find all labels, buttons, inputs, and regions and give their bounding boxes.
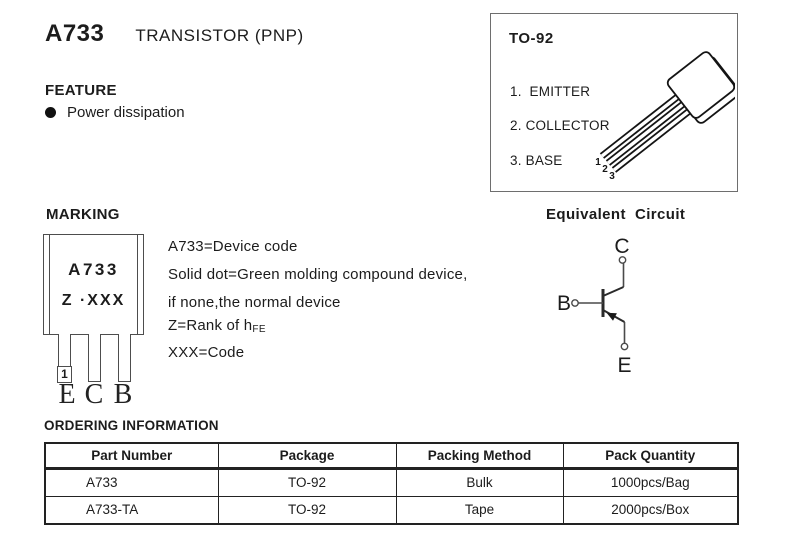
- package-name: TO-92: [509, 30, 554, 47]
- table-row: A733-TA TO-92 Tape 2000pcs/Box: [44, 495, 739, 525]
- cell-part-number: A733: [44, 467, 219, 497]
- col-pack-quantity: Pack Quantity: [562, 442, 739, 470]
- base-label: B: [557, 292, 571, 315]
- cell-pack-quantity: 1000pcs/Bag: [562, 467, 739, 497]
- page-title: A733 TRANSISTOR (PNP): [45, 20, 304, 48]
- feature-heading: FEATURE: [45, 82, 117, 99]
- marking-rank-code: Z ·XXX: [61, 292, 126, 309]
- cell-part-number: A733-TA: [44, 495, 219, 525]
- ordering-heading: ORDERING INFORMATION: [44, 418, 219, 433]
- to92-package-drawing: 1 2 3: [595, 51, 735, 182]
- emitter-arrow-icon: [606, 312, 617, 321]
- package-body-front: [666, 51, 735, 119]
- bullet-icon: [45, 107, 56, 118]
- package-left-edge-line: [49, 235, 50, 334]
- note-solid-dot: Solid dot=Green molding compound device,: [168, 266, 468, 283]
- lead-letter-collector: C: [84, 379, 104, 410]
- emitter-label: E: [617, 354, 631, 377]
- feature-item: Power dissipation: [45, 104, 185, 121]
- lead-label-3: 3: [609, 171, 615, 182]
- hfe-subscript: FE: [252, 324, 267, 335]
- collector-label: C: [614, 235, 629, 258]
- marking-package-face: A733 Z ·XXX: [43, 234, 144, 335]
- base-terminal: [571, 299, 579, 307]
- package-outline-box: TO-92 1. EMITTER 2. COLLECTOR 3. BASE 1: [490, 13, 738, 192]
- pin-3-base-label: 3. BASE: [510, 153, 563, 168]
- lead-label-2: 2: [602, 164, 608, 175]
- cell-pack-quantity: 2000pcs/Box: [562, 495, 739, 525]
- cell-packing-method: Tape: [395, 495, 564, 525]
- lead-letter-base: B: [113, 379, 133, 410]
- pin-1-emitter-label: 1. EMITTER: [510, 84, 591, 99]
- cell-package: TO-92: [217, 495, 397, 525]
- marking-notes: A733=Device code Solid dot=Green molding…: [168, 239, 467, 361]
- device-type-subtitle: TRANSISTOR (PNP): [135, 26, 304, 45]
- lead-letter-emitter: E: [58, 379, 76, 410]
- marking-figure: A733 Z ·XXX 1 E C B: [43, 234, 149, 412]
- feature-item-label: Power dissipation: [67, 104, 185, 121]
- marking-heading: MARKING: [46, 206, 120, 223]
- package-right-edge-line: [137, 235, 138, 334]
- pin-2-collector-label: 2. COLLECTOR: [510, 118, 610, 133]
- marking-device-code: A733: [68, 260, 119, 279]
- note-hfe-rank: Z=Rank of hFE: [168, 317, 267, 336]
- collector-terminal: [618, 256, 627, 264]
- emitter-terminal: [620, 342, 629, 351]
- cell-package: TO-92: [217, 467, 397, 497]
- col-package: Package: [217, 442, 397, 470]
- part-number-title: A733: [45, 20, 105, 47]
- marking-leg-collector: [88, 334, 101, 382]
- lead-label-1: 1: [595, 157, 601, 168]
- note-device-code: A733=Device code: [168, 238, 298, 255]
- marking-leg-base: [118, 334, 131, 382]
- note-xxx-code: XXX=Code: [168, 344, 245, 361]
- ordering-table: Part Number Package Packing Method Pack …: [44, 442, 739, 525]
- pnp-transistor-symbol: C B E: [557, 235, 632, 377]
- cell-packing-method: Bulk: [395, 467, 564, 497]
- col-packing-method: Packing Method: [395, 442, 564, 470]
- table-row: A733 TO-92 Bulk 1000pcs/Bag: [44, 467, 739, 497]
- table-header-row: Part Number Package Packing Method Pack …: [44, 442, 739, 470]
- note-if-none: if none,the normal device: [168, 294, 341, 311]
- equivalent-circuit-heading: Equivalent Circuit: [546, 206, 686, 223]
- col-part-number: Part Number: [44, 442, 219, 470]
- pin1-marker: 1: [57, 366, 72, 383]
